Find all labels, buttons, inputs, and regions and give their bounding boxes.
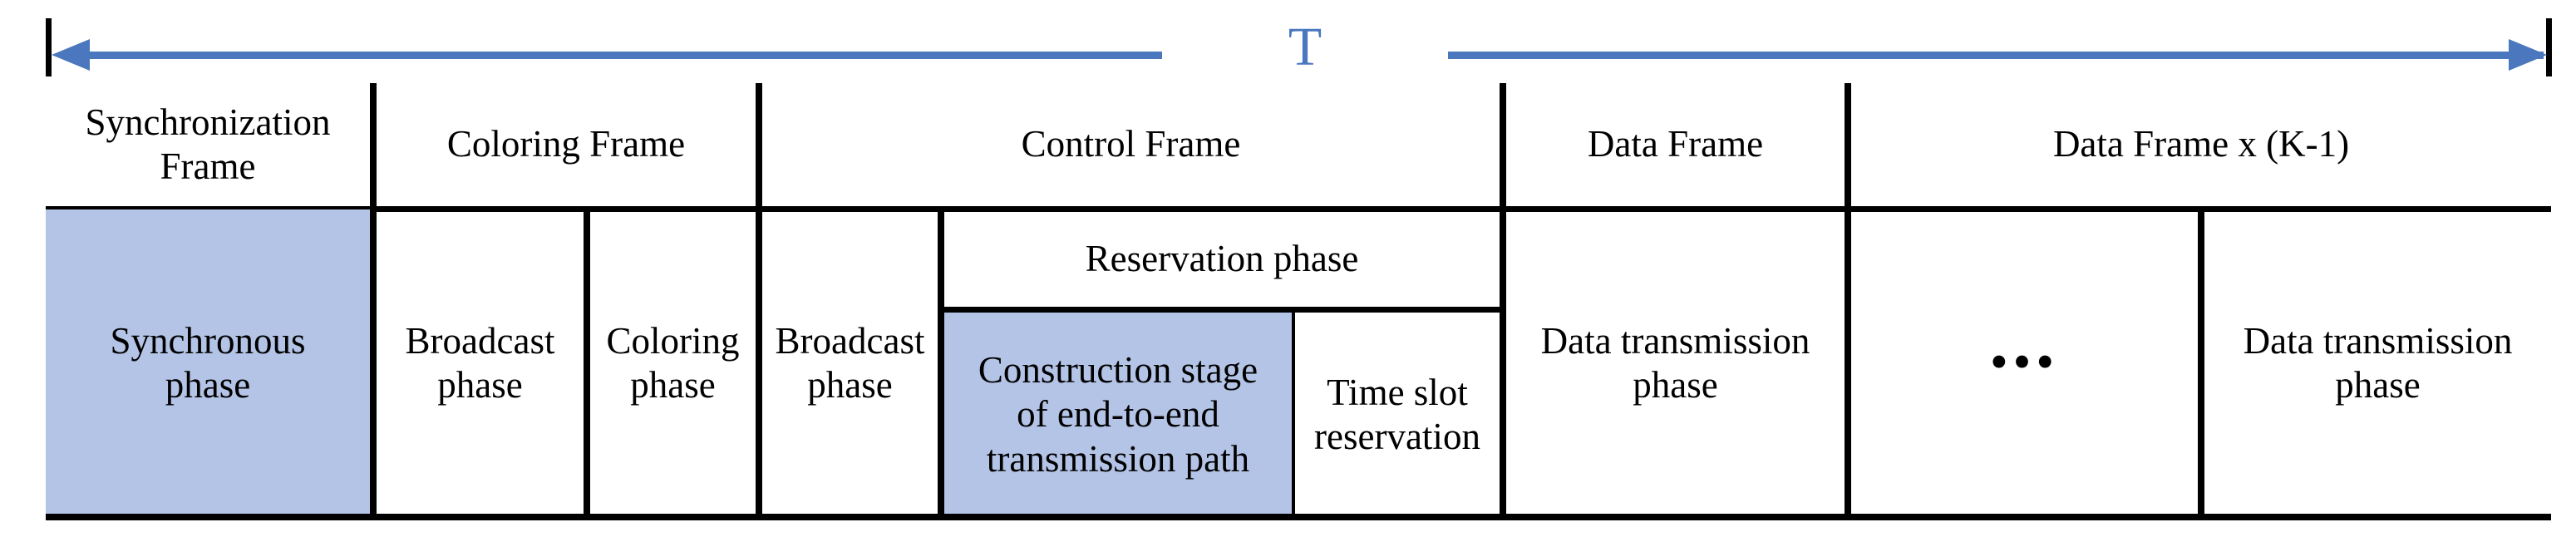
phase-label-coloring-line1: Coloring [606,319,740,362]
phase-label-data-transmission-a-line1: Data transmission [1540,319,1810,362]
phase-cell-coloring: Coloring phase [587,209,759,517]
frame-cell-data: Data Frame [1503,83,1848,206]
frame-cell-data-k: Data Frame x (K-1) [1848,83,2551,206]
phase-label-synchronous-line2: phase [165,364,251,406]
phase-label-data-transmission-a-line2: phase [1633,364,1718,406]
phase-cell-construction-stage: Construction stage of end-to-end transmi… [944,313,1295,517]
phase-label-broadcast-a-line2: phase [437,364,523,406]
arrow-shaft-right [1448,52,2544,59]
arrow-right-icon [2509,39,2547,71]
phase-label-construction-line2: of end-to-end [1017,393,1219,436]
phase-label-time-slot-line1: Time slot [1327,371,1468,413]
phase-label-broadcast-b-line2: phase [807,364,893,406]
phase-label-time-slot-line2: reservation [1314,416,1480,457]
phase-label-construction-line3: transmission path [986,437,1250,480]
phase-cell-synchronous: Synchronous phase [46,209,373,517]
timeline-start-tick [46,18,52,76]
arrow-shaft-left [80,52,1162,59]
ellipsis-icon: ••• [1989,334,2060,392]
phase-cell-data-transmission-last: Data transmission phase [2201,209,2551,517]
frame-label-synchronization-line2: Frame [160,145,256,187]
frame-label-synchronization-line1: Synchronization [85,101,331,143]
phase-label-synchronous-line1: Synchronous [110,319,306,362]
header-phase-divider [46,206,2551,212]
reservation-subdivider [944,307,1500,313]
phase-label-broadcast-b-line1: Broadcast [775,319,925,362]
frame-cell-control: Control Frame [759,83,1503,206]
reservation-phase-group: Reservation phase Construction stage of … [941,209,1503,517]
reservation-subcells: Construction stage of end-to-end transmi… [944,313,1500,517]
phase-label-reservation: Reservation phase [1085,237,1359,279]
frame-header-row: Synchronization Frame Coloring Frame Con… [46,83,2551,206]
phase-label-data-transmission-b-line2: phase [2335,364,2421,406]
phase-label-construction-line1: Construction stage [978,349,1258,392]
frame-label-control: Control Frame [1021,123,1241,165]
timeline-end-tick [2546,18,2552,76]
frame-label-data-k: Data Frame x (K-1) [2052,123,2350,165]
frame-label-coloring: Coloring Frame [446,123,686,165]
frame-cell-coloring: Coloring Frame [373,83,759,206]
phase-label-broadcast-a-line1: Broadcast [405,319,555,362]
phase-label-coloring-line2: phase [630,364,716,406]
timeline-period-arrow: T [0,0,2576,83]
phase-label-data-transmission-b-line1: Data transmission [2243,319,2513,362]
period-label-T: T [1288,17,1322,77]
phase-cell-time-slot-reservation: Time slot reservation [1295,313,1500,517]
phase-cell-ellipsis: ••• [1848,209,2201,517]
frame-label-data: Data Frame [1587,123,1764,165]
frame-cell-synchronization: Synchronization Frame [46,83,373,206]
frame-table: Synchronization Frame Coloring Frame Con… [46,83,2551,520]
phase-cell-broadcast-coloring: Broadcast phase [373,209,587,517]
phase-row: Synchronous phase Broadcast phase Colori… [46,209,2551,520]
phase-cell-broadcast-control: Broadcast phase [759,209,941,517]
table-bottom-border [46,514,2551,520]
phase-cell-data-transmission-first: Data transmission phase [1503,209,1848,517]
